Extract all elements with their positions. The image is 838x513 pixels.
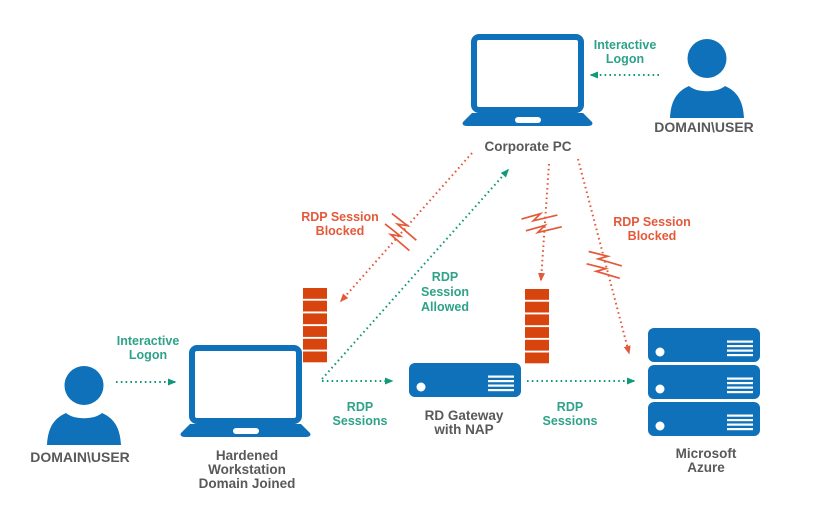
user-icon-top xyxy=(670,39,744,118)
rdp-sessions-right-line1: RDP xyxy=(557,400,583,414)
server-icon-rd-gateway xyxy=(409,363,521,397)
server-icon-azure-1 xyxy=(648,328,760,362)
domain-user-top-label: DOMAIN\USER xyxy=(654,119,754,135)
rdp-blocked-right-line1: RDP Session xyxy=(613,215,691,229)
interactive-logon-label-bottom: Interactive Logon xyxy=(117,334,180,362)
hardened-workstation-label-3: Domain Joined xyxy=(199,476,296,491)
interactive-logon-top-line2: Logon xyxy=(606,52,644,66)
blocked-lightning-icon-left xyxy=(381,208,420,256)
domain-user-top-node: DOMAIN\USER xyxy=(654,39,754,135)
corporate-pc-node: Corporate PC xyxy=(463,37,593,154)
rd-gateway-label-1: RD Gateway xyxy=(425,408,504,423)
rdp-sessions-label-right: RDP Sessions xyxy=(543,400,598,428)
rdp-blocked-left-line2: Blocked xyxy=(316,224,365,238)
firewall-icon-right xyxy=(525,289,549,364)
laptop-icon-corporate-pc xyxy=(463,37,593,126)
rdp-allowed-line2: Session xyxy=(421,285,469,299)
rdp-session-blocked-label-left: RDP Session Blocked xyxy=(301,210,379,238)
rdp-session-blocked-label-right: RDP Session Blocked xyxy=(613,215,691,243)
server-icon-azure-3 xyxy=(648,402,760,436)
user-icon-bottom xyxy=(47,366,121,445)
domain-user-bottom-label: DOMAIN\USER xyxy=(30,449,130,465)
rdp-sessions-left-line2: Sessions xyxy=(333,414,388,428)
rdp-sessions-label-left: RDP Sessions xyxy=(333,400,388,428)
rd-gateway-label-2: with NAP xyxy=(433,422,493,437)
rdp-blocked-right-line2: Blocked xyxy=(628,229,677,243)
blocked-lightning-icon-middle xyxy=(519,209,565,237)
rdp-session-allowed-arrow xyxy=(321,168,509,380)
interactive-logon-label-top: Interactive Logon xyxy=(594,38,657,66)
laptop-icon-hardened-workstation xyxy=(181,348,311,437)
rdp-blocked-left-line1: RDP Session xyxy=(301,210,379,224)
hardened-workstation-node: Hardened Workstation Domain Joined xyxy=(181,348,311,491)
microsoft-azure-label-1: Microsoft xyxy=(676,446,737,461)
interactive-logon-bottom-line1: Interactive xyxy=(117,334,180,348)
rdp-sessions-right-line2: Sessions xyxy=(543,414,598,428)
hardened-workstation-label-1: Hardened xyxy=(216,448,278,463)
rdp-session-blocked-arrow-middle xyxy=(537,163,550,282)
rdp-session-blocked-arrow-left xyxy=(340,152,473,303)
rdp-sessions-left-line1: RDP xyxy=(347,400,373,414)
rd-gateway-node: RD Gateway with NAP xyxy=(409,363,521,437)
rdp-session-allowed-label: RDP Session Allowed xyxy=(421,270,469,314)
corporate-pc-label: Corporate PC xyxy=(484,139,571,154)
domain-user-bottom-node: DOMAIN\USER xyxy=(30,366,130,465)
interactive-logon-top-line1: Interactive xyxy=(594,38,657,52)
firewall-icon-left xyxy=(303,288,327,363)
microsoft-azure-label-2: Azure xyxy=(687,460,725,475)
server-icon-azure-2 xyxy=(648,365,760,399)
hardened-workstation-label-2: Workstation xyxy=(208,462,286,477)
rdp-allowed-line1: RDP xyxy=(432,270,458,284)
rdp-allowed-line3: Allowed xyxy=(421,300,469,314)
interactive-logon-bottom-line2: Logon xyxy=(129,348,167,362)
microsoft-azure-node: Microsoft Azure xyxy=(648,328,760,475)
blocked-lightning-icon-right xyxy=(581,243,628,287)
